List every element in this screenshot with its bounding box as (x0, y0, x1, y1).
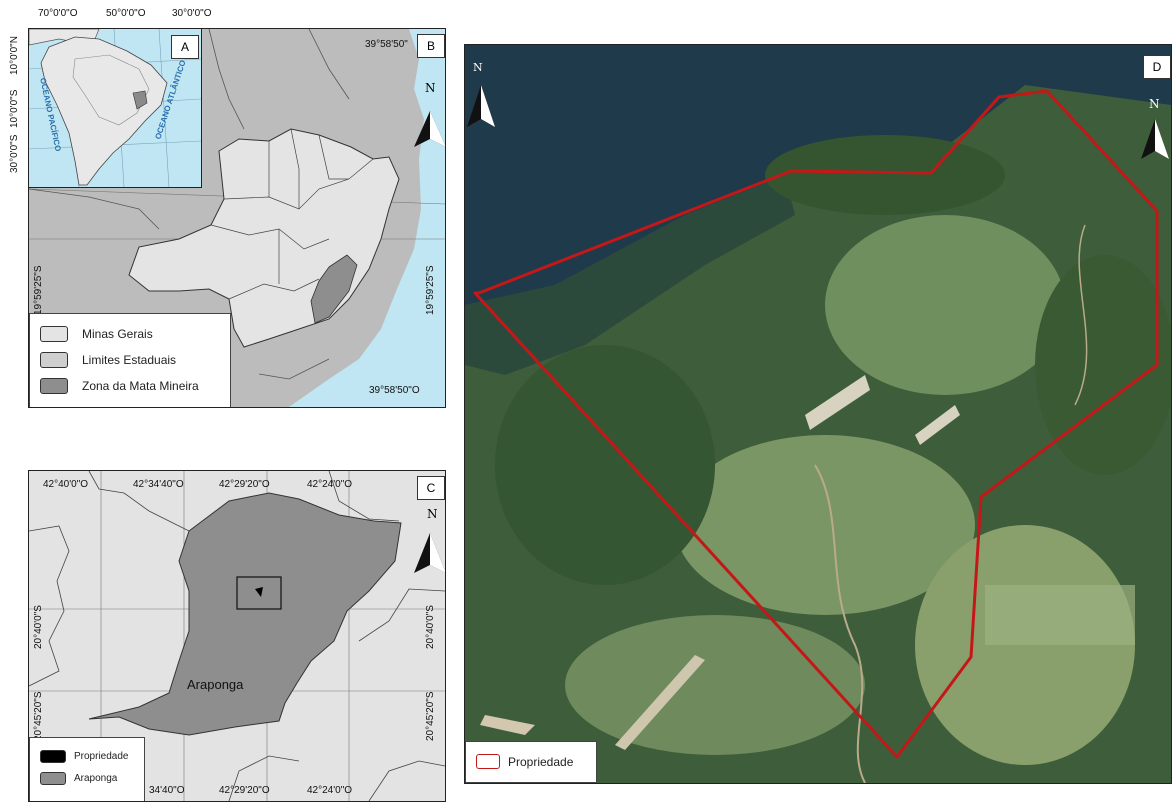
north-arrow-icon (467, 85, 495, 127)
satellite-image (465, 45, 1171, 783)
coord-label: 19°59'25"S (425, 265, 436, 316)
coord-label: 20°40'0"S (425, 605, 436, 649)
legend-item: Propriedade (40, 750, 128, 763)
north-label: N (425, 81, 436, 95)
coord-label: 20°45'20"S (425, 691, 436, 742)
legend-swatch (40, 352, 68, 368)
coord-label: 10°0'0"S (9, 89, 20, 128)
panel-b-map: B 39°58'50" N 39°58'50"O 19°59'25"S 19°5… (28, 28, 446, 408)
coord-label: 39°58'50"O (369, 385, 420, 396)
panel-label-a: A (171, 35, 199, 59)
coord-label: 20°40'0"S (33, 605, 44, 649)
panel-a-map: OCEANO PACÍFICO OCEANO ATLÂNTICO A (28, 28, 202, 188)
north-arrow-icon (414, 533, 445, 573)
legend-swatch (40, 326, 68, 342)
legend-label: Zona da Mata Mineira (82, 379, 199, 393)
legend-label: Araponga (74, 773, 118, 784)
coord-label: 10°0'0"N (9, 36, 20, 75)
coord-label: 42°29'20"O (219, 785, 270, 796)
coord-label: 30°0'0"S (9, 134, 20, 173)
legend-item: Limites Estaduais (40, 352, 176, 368)
legend-label: Propriedade (508, 754, 574, 769)
coord-label: 42°40'0"O (43, 479, 89, 490)
legend: Propriedade Araponga (29, 737, 145, 801)
legend-swatch (40, 378, 68, 394)
legend-item: Zona da Mata Mineira (40, 378, 199, 394)
coord-label: 30°0'0"O (172, 8, 212, 19)
coord-label: 42°24'0"O (307, 785, 353, 796)
legend: Propriedade (465, 741, 597, 783)
legend: Minas Gerais Limites Estaduais Zona da M… (29, 313, 231, 407)
coord-label: 20°45'20"S (33, 691, 44, 742)
north-label: N (473, 61, 483, 74)
property-locator-box (236, 576, 282, 610)
panel-label-c: C (417, 476, 445, 500)
north-arrow-icon (414, 111, 445, 147)
minas-gerais-map (29, 29, 445, 407)
coord-label: 42°34'40"O (133, 479, 184, 490)
araponga-map (29, 471, 445, 801)
coord-label: 19°59'25"S (33, 265, 44, 316)
panel-d-satellite: D N N Propriedade (464, 44, 1172, 784)
panel-label-d: D (1143, 55, 1171, 79)
municipality-label: Araponga (187, 677, 244, 692)
coord-label: 34'40"O (149, 785, 185, 796)
coord-label: 39°58'50" (365, 39, 408, 50)
coord-label: 42°24'0"O (307, 479, 353, 490)
legend-item: Propriedade (476, 754, 573, 769)
legend-label: Propriedade (74, 751, 129, 762)
zona-da-mata-highlight (310, 254, 358, 324)
north-arrow-icon (1141, 119, 1169, 159)
north-label: N (427, 507, 438, 521)
legend-swatch (40, 772, 66, 785)
panel-c-map: C 42°40'0"O 42°34'40"O 42°29'20"O 42°24'… (28, 470, 446, 802)
legend-item: Minas Gerais (40, 326, 153, 342)
coord-label: 42°29'20"O (219, 479, 270, 490)
north-label: N (1149, 97, 1160, 111)
legend-label: Minas Gerais (82, 327, 153, 341)
legend-swatch (476, 754, 500, 769)
coord-label: 70°0'0"O (38, 8, 78, 19)
south-america-map (29, 29, 201, 187)
coord-label: 50°0'0"O (106, 8, 146, 19)
property-boundary (473, 89, 1159, 759)
legend-item: Araponga (40, 772, 117, 785)
legend-label: Limites Estaduais (82, 353, 177, 367)
panel-label-b: B (417, 34, 445, 58)
legend-swatch (40, 750, 66, 763)
property-marker (255, 587, 263, 597)
minas-gerais-highlight (132, 90, 148, 110)
